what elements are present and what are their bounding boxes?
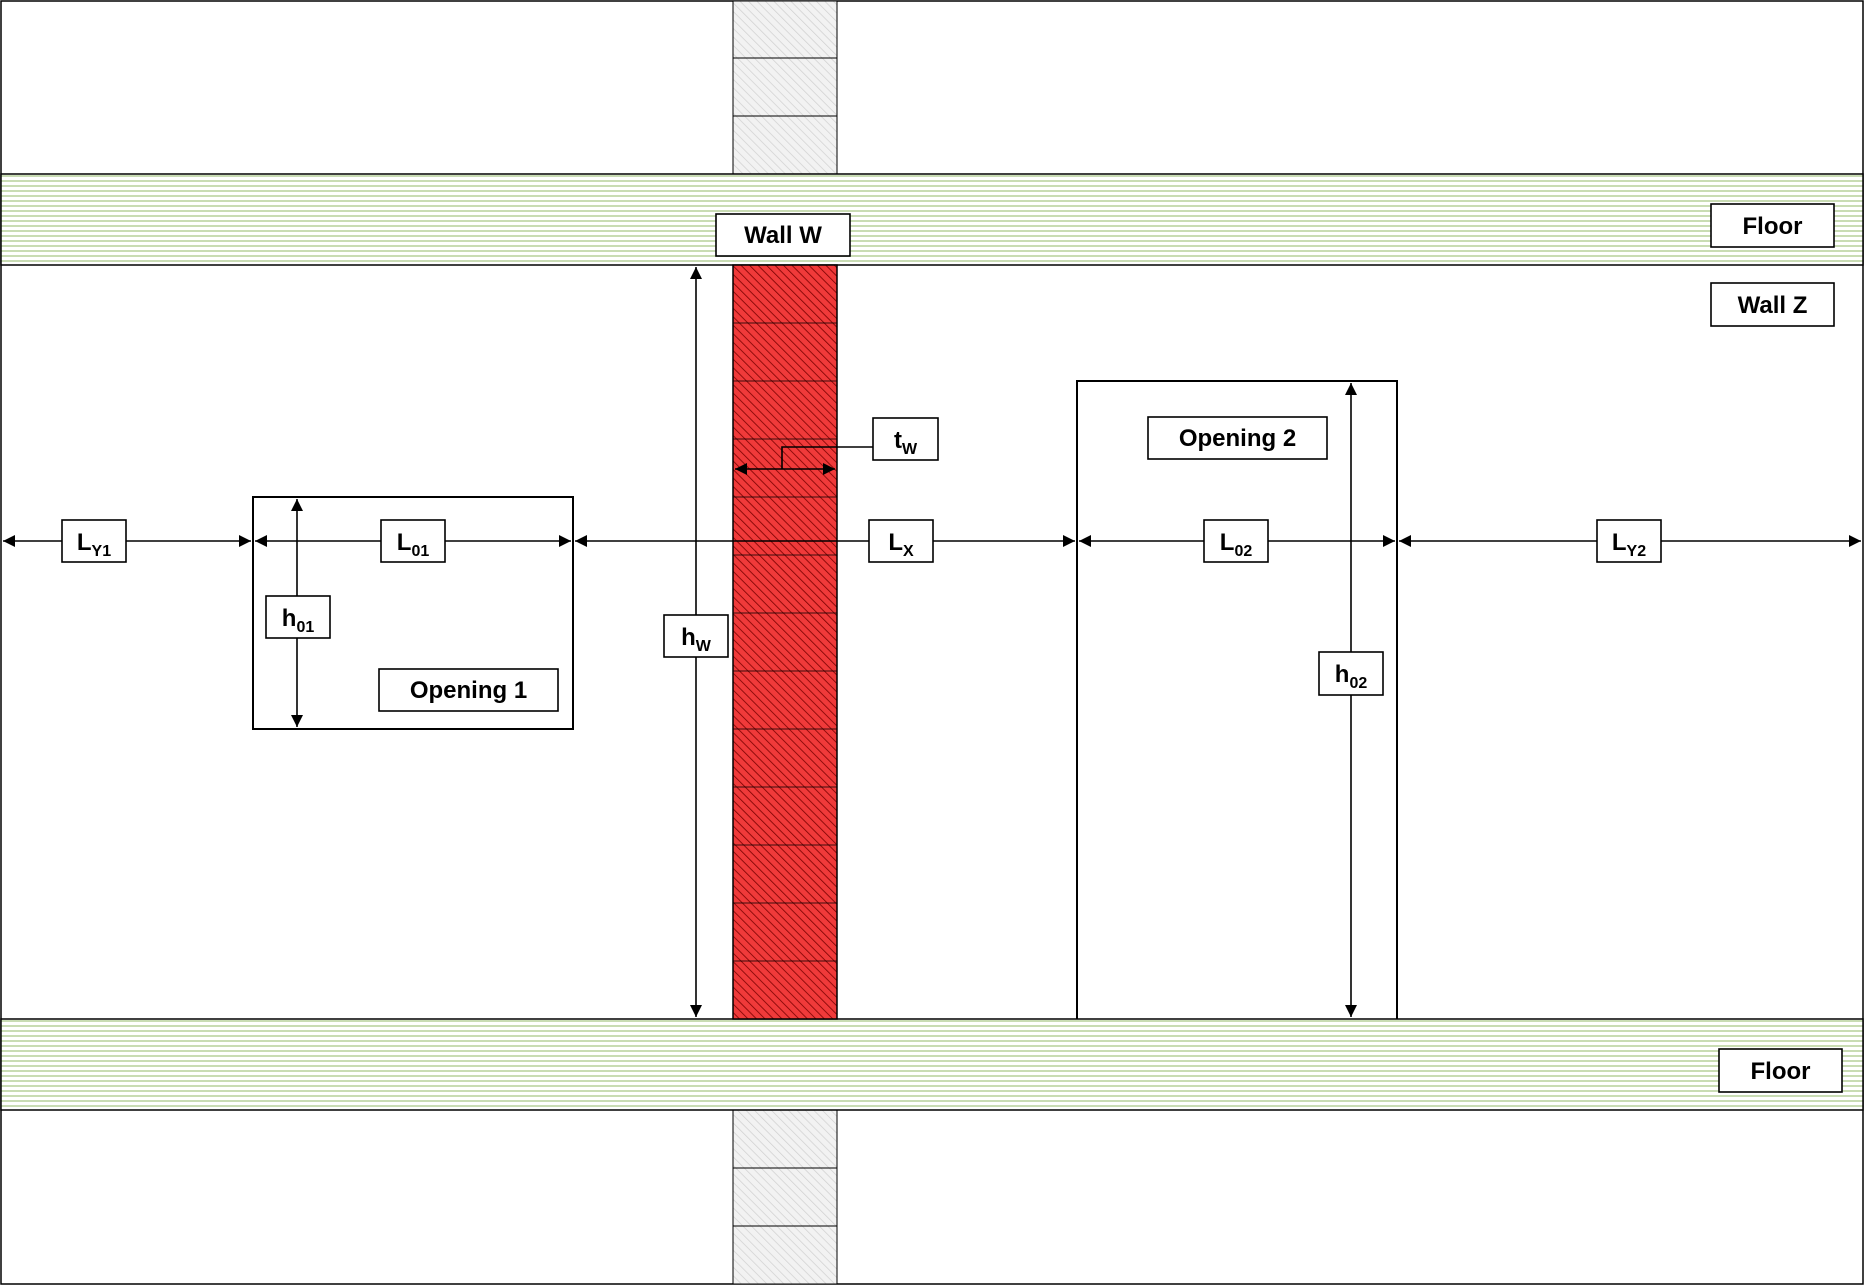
opening-1-label: Opening 1 [378, 668, 559, 712]
l01-label: L01 [380, 519, 446, 563]
tw-leader-line [781, 446, 873, 469]
floor-top-label: Floor [1710, 203, 1835, 248]
svg-text:h02: h02 [1335, 661, 1368, 692]
svg-text:LX: LX [888, 529, 914, 560]
l02-label: L02 [1203, 519, 1269, 563]
hw-label: hW [663, 614, 729, 658]
wall-z-label: Wall Z [1710, 282, 1835, 327]
h01-label: h01 [265, 595, 331, 639]
svg-text:Opening 2: Opening 2 [1179, 425, 1296, 452]
svg-text:Floor: Floor [1743, 213, 1803, 240]
svg-text:L02: L02 [1220, 529, 1253, 560]
floor-bottom-label: Floor [1718, 1048, 1843, 1093]
svg-text:h01: h01 [282, 605, 315, 636]
svg-text:LY1: LY1 [77, 529, 111, 560]
wall-w-lower-stub [732, 1109, 838, 1285]
svg-text:Wall Z: Wall Z [1738, 292, 1808, 319]
tw-label: tW [872, 417, 939, 461]
opening-2-label: Opening 2 [1147, 416, 1328, 460]
h02-label: h02 [1318, 651, 1384, 696]
opening-1-outline [252, 496, 574, 730]
ly2-label: LY2 [1596, 519, 1662, 563]
svg-text:Opening 1: Opening 1 [410, 677, 527, 704]
svg-text:L01: L01 [397, 529, 430, 560]
svg-text:hW: hW [681, 624, 712, 655]
svg-text:Floor: Floor [1751, 1058, 1811, 1085]
lx-label: LX [868, 519, 934, 563]
svg-text:Wall W: Wall W [744, 222, 822, 249]
floor-slab-top [0, 173, 1864, 266]
svg-text:tW: tW [894, 427, 918, 458]
floor-slab-bottom [0, 1018, 1864, 1111]
ly1-label: LY1 [61, 519, 127, 563]
wall-w-upper-stub [732, 0, 838, 175]
wall-w [732, 264, 838, 1020]
opening-2-outline [1076, 380, 1398, 1019]
svg-text:LY2: LY2 [1612, 529, 1646, 560]
wall-w-label: Wall W [715, 213, 851, 257]
